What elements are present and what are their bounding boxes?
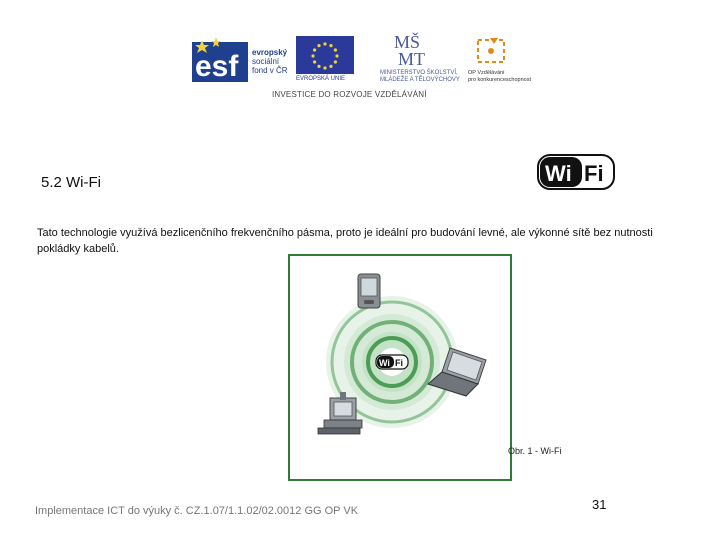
page-number: 31 (592, 497, 606, 512)
wifi-hotspot-icon: Wi Fi (376, 355, 408, 369)
figure-caption: Obr. 1 - Wi-Fi (508, 446, 562, 456)
svg-text:Wi: Wi (545, 161, 572, 186)
svg-text:Wi: Wi (379, 358, 390, 368)
esf-logo: esf evropský sociální fond v ČR (192, 36, 296, 84)
footer-text: Implementace ICT do výuky č. CZ.1.07/1.1… (35, 505, 358, 517)
msmt-logo: MŠ MT MINISTERSTVO ŠKOLSTVÍ, MLÁDEŽE A T… (380, 32, 458, 86)
eu-flag-icon (296, 36, 354, 76)
msmt-text-line: MINISTERSTVO ŠKOLSTVÍ, (380, 70, 460, 77)
wifi-logo: Wi Fi (537, 154, 615, 190)
esf-text-line: fond v ČR (252, 66, 288, 75)
eu-logo: EVROPSKÁ UNIE (296, 36, 354, 84)
header-logos: esf evropský sociální fond v ČR EVROPSKÁ… (190, 30, 530, 106)
svg-text:esf: esf (195, 50, 239, 83)
slide-title: 5.2 Wi-Fi (41, 174, 101, 191)
pda-icon (358, 274, 380, 308)
op-vk-logo: OP Vzdělávání pro konkurenceschopnost (468, 36, 524, 86)
esf-text-line: sociální (252, 57, 288, 66)
wifi-figure: Wi Fi Obr. 1 - Wi-Fi (288, 254, 512, 481)
eu-label: EVROPSKÁ UNIE (296, 76, 345, 83)
investice-banner: INVESTICE DO ROZVOJE VZDĚLÁVÁNÍ (272, 90, 427, 99)
svg-text:Fi: Fi (395, 358, 403, 368)
op-text-line: OP Vzdělávání (468, 70, 531, 77)
svg-text:Fi: Fi (584, 161, 604, 186)
op-text-line: pro konkurenceschopnost (468, 77, 531, 84)
svg-text:MT: MT (398, 49, 425, 68)
desktop-computer-icon (318, 392, 362, 434)
msmt-text-line: MLÁDEŽE A TĚLOVÝCHOVY (380, 77, 460, 84)
body-paragraph: Tato technologie využívá bezlicenčního f… (37, 225, 677, 257)
esf-text-line: evropský (252, 48, 288, 57)
